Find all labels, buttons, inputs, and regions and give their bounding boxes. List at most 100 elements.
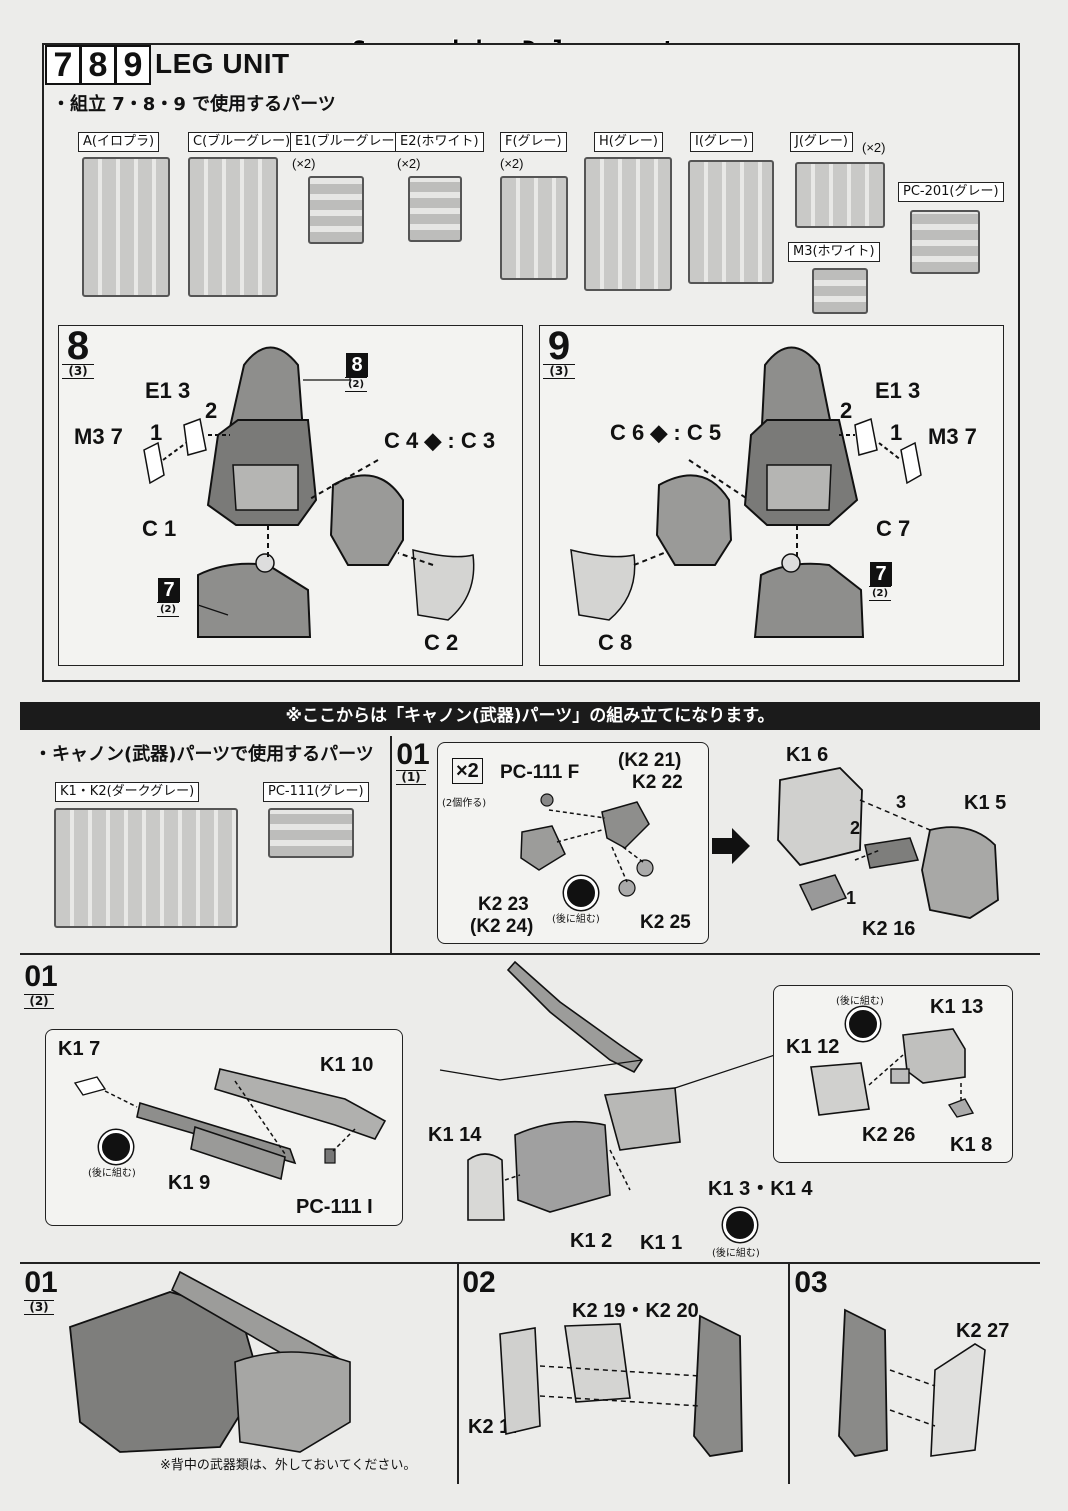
runner-j-count: (×2) (862, 140, 886, 155)
step-01-1-later-marker (564, 876, 598, 910)
step-01-2-label-k11: K1 1 (640, 1232, 683, 1254)
step-8-drawing (143, 346, 475, 638)
runner-tag-h: H(グレー) (594, 132, 663, 152)
step-8-label-e1: E1 3 (145, 378, 191, 403)
step-01-2-left-drawing (73, 1068, 387, 1181)
step-01-2-label-pc111i: PC-111 I (296, 1196, 373, 1218)
step-01-2-later-note-3: (後に組む) (712, 1248, 760, 1259)
divider-vertical-cannon (390, 736, 392, 954)
step-01-1-label-arrow-3: 3 (896, 792, 907, 812)
step-01-1-label-k15: K1 5 (964, 792, 1007, 814)
runner-tag-pc111: PC-111(グレー) (263, 782, 369, 802)
runner-f-count: (×2) (500, 156, 524, 171)
step-9-label-e1: E1 3 (875, 378, 921, 403)
step-01-1-label-k16: K1 6 (786, 744, 829, 766)
runner-tag-f: F(グレー) (500, 132, 567, 152)
step-8-number: 8 (66, 324, 90, 368)
step-9-drawing (570, 346, 922, 638)
runner-k1-k2-image (54, 808, 238, 928)
step-8-ref-8: 8 (346, 353, 368, 377)
step-01-1-times: ×2 (452, 758, 483, 784)
step-01-2-later-marker-2 (846, 1007, 880, 1041)
step-03-number: 03 (794, 1266, 828, 1299)
step-01-2-label-k13-k14: K1 3・K1 4 (708, 1178, 813, 1200)
step-03-label-k227: K2 27 (956, 1320, 1010, 1342)
step-01-2-label-k114: K1 14 (428, 1124, 482, 1146)
step-digit-8: 8 (80, 45, 116, 85)
step-01-1-times-note: (2個作る) (442, 798, 487, 809)
step-01-1-result-drawing (777, 767, 999, 919)
runner-tag-a: A(イロプラ) (78, 132, 160, 152)
next-arrow-icon (712, 828, 750, 864)
runner-pc201-image (910, 210, 980, 274)
runner-tag-m3: M3(ホワイト) (788, 242, 880, 262)
step-8-label-c4-c3: C 4 ◆ : C 3 (384, 428, 496, 453)
step-8-label-m3: M3 7 (74, 424, 123, 449)
step-8-label-arrow-2: 2 (205, 398, 218, 423)
step-9-sub: (3) (543, 364, 575, 379)
step-01-2-label-k112: K1 12 (786, 1036, 840, 1058)
step-01-3-drawing (69, 1270, 351, 1453)
runner-tag-e1: E1(ブルーグレー) (290, 132, 405, 152)
step-01-1-label-pc111f: PC-111 F (500, 762, 580, 783)
step-02-number: 02 (462, 1266, 496, 1299)
runner-c-image (188, 157, 278, 297)
step-01-1-label-arrow-1: 1 (846, 888, 857, 908)
step-01-1-label-k224: (K2 24) (470, 916, 534, 937)
step-01-2-sub: (2) (24, 994, 54, 1009)
step-9-ref-7: 7 (870, 562, 892, 586)
step-8-label-c2: C 2 (424, 630, 459, 655)
step-01-2-label-k19: K1 9 (168, 1172, 211, 1194)
step-8-ref-8-sub: (2) (345, 377, 367, 392)
step-01-3-number: 01 (24, 1266, 58, 1299)
step-01-2-label-k18: K1 8 (950, 1134, 993, 1156)
cannon-section-banner: ※ここからは「キャノン(武器)パーツ」の組み立てになります。 (20, 702, 1040, 730)
step-01-2-center-drawing (439, 960, 821, 1221)
step-01-2-label-k226: K2 26 (862, 1124, 916, 1146)
runner-m3-image (812, 268, 868, 314)
step-01-2-number: 01 (24, 960, 58, 993)
step-01-2-later-note-2: (後に組む) (836, 996, 884, 1007)
step-01-3-sub: (3) (24, 1300, 54, 1315)
step-01-2-label-k110: K1 10 (320, 1054, 374, 1076)
step-9-label-m3: M3 7 (928, 424, 977, 449)
step-01-2-label-k113: K1 13 (930, 996, 984, 1018)
step-8-label-c1: C 1 (142, 516, 177, 541)
step-01-1-label-k223: K2 23 (478, 894, 529, 915)
step-01-1-number: 01 (396, 738, 430, 771)
runner-a-image (82, 157, 170, 297)
leg-parts-heading: ・組立 7・8・9 で使用するパーツ (52, 94, 336, 115)
divider-vertical-03 (788, 1262, 790, 1484)
step-01-2-later-marker-3 (723, 1208, 757, 1242)
cannon-parts-heading: ・キャノン(武器)パーツで使用するパーツ (34, 744, 374, 765)
step-9-label-c6-c5: C 6 ◆ : C 5 (610, 420, 722, 445)
runner-f-image (500, 176, 568, 280)
runner-e1-count: (×2) (292, 156, 316, 171)
step-01-2-label-k17: K1 7 (58, 1038, 101, 1060)
step-8-ref-7-sub: (2) (157, 602, 179, 617)
runner-e1-image (308, 176, 364, 244)
divider-vertical-02 (457, 1262, 459, 1484)
runner-e2-image (408, 176, 462, 242)
step-8-label-arrow-1: 1 (150, 420, 163, 445)
step-8-sub: (3) (62, 364, 94, 379)
runner-tag-e2: E2(ホワイト) (395, 132, 484, 152)
step-01-2-later-marker-1 (99, 1130, 133, 1164)
runner-pc111-image (268, 808, 354, 858)
step-9-number: 9 (547, 324, 571, 368)
step-03-drawing (838, 1308, 986, 1457)
step-01-1-label-k221: (K2 21) (618, 750, 682, 771)
step-02-drawing (499, 1314, 743, 1457)
step-02-label-k219-k220: K2 19・K2 20 (572, 1300, 699, 1322)
step-01-2-label-k12: K1 2 (570, 1230, 613, 1252)
step-01-1-label-k216: K2 16 (862, 918, 916, 940)
step-9-label-arrow-2: 2 (840, 398, 853, 423)
step-01-1-label-k225: K2 25 (640, 912, 691, 933)
runner-tag-pc201: PC-201(グレー) (898, 182, 1004, 202)
runner-j-image (795, 162, 885, 228)
step-9-label-arrow-1: 1 (890, 420, 903, 445)
runner-tag-c: C(ブルーグレー) (188, 132, 296, 152)
step-01-1-later-note: (後に組む) (552, 914, 600, 925)
step-9-label-c8: C 8 (598, 630, 633, 655)
step-digit-7: 7 (45, 45, 81, 85)
